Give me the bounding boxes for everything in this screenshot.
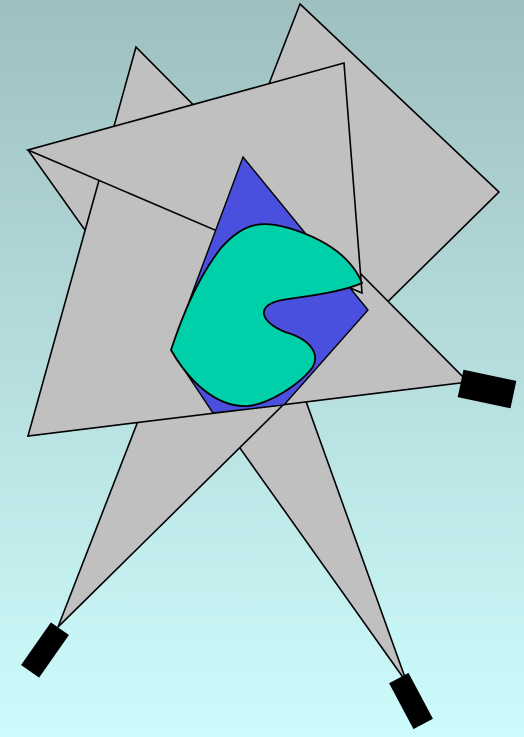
visual-hull-diagram <box>0 0 524 737</box>
